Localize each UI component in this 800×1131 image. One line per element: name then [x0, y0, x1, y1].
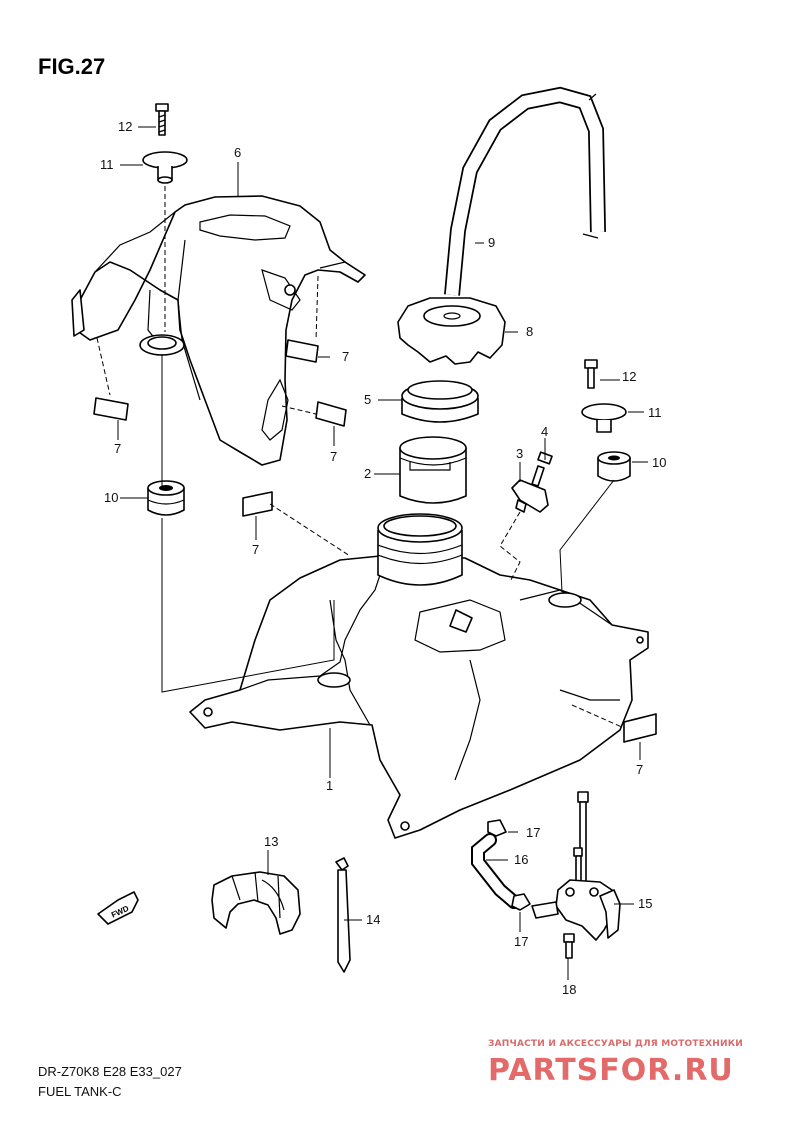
bolt-12-right[interactable] [584, 359, 598, 389]
fuel-cock-15[interactable] [531, 791, 621, 941]
callout-11a: 11 [100, 157, 114, 172]
watermark-tagline: ЗАПЧАСТИ И АКСЕССУАРЫ ДЛЯ МОТОТЕХНИКИ [488, 1039, 743, 1049]
fuel-tank[interactable] [189, 513, 649, 839]
callout-3: 3 [516, 446, 523, 461]
model-code: DR-Z70K8 E28 E33_027 [38, 1064, 182, 1079]
fuel-breather-hose[interactable] [444, 86, 606, 296]
grommet-10-right[interactable] [597, 451, 631, 482]
screw-18[interactable] [563, 933, 575, 959]
callout-12b: 12 [622, 369, 636, 384]
callout-10a: 10 [104, 490, 118, 505]
callout-5: 5 [364, 392, 371, 407]
bracket-3[interactable] [511, 479, 549, 513]
callout-12a: 12 [118, 119, 132, 134]
callout-14: 14 [366, 912, 380, 927]
callout-17b: 17 [514, 934, 528, 949]
callout-2: 2 [364, 466, 371, 481]
forward-arrow-icon: FWD [97, 891, 139, 925]
callout-numbers: 12 11 6 7 7 7 10 7 9 8 5 2 3 4 12 11 10 … [100, 119, 666, 997]
fuel-cap[interactable] [397, 297, 506, 365]
callout-7b: 7 [114, 441, 121, 456]
cushion-13[interactable] [211, 871, 301, 935]
cushion-11-right[interactable] [581, 403, 627, 433]
cable-tie-14[interactable] [335, 857, 351, 973]
callout-17a: 17 [526, 825, 540, 840]
callout-7a: 7 [342, 349, 349, 364]
filler-ring-5[interactable] [401, 380, 479, 423]
callout-8: 8 [526, 324, 533, 339]
callout-1: 1 [326, 778, 333, 793]
bolt-4[interactable] [531, 451, 553, 487]
callout-13: 13 [264, 834, 278, 849]
bolt-12-upper[interactable] [155, 103, 169, 136]
callout-7d: 7 [252, 542, 259, 557]
leader-lines [96, 126, 648, 980]
callout-9: 9 [488, 235, 495, 250]
grommet-10-left[interactable] [147, 480, 185, 516]
fuel-tank-cover[interactable] [71, 195, 366, 466]
callout-7e: 7 [636, 762, 643, 777]
diagram-name: FUEL TANK-C [38, 1084, 122, 1099]
callout-16: 16 [514, 852, 528, 867]
fuel-hose-16[interactable] [471, 833, 521, 909]
clamp-17[interactable] [487, 819, 531, 911]
callout-7c: 7 [330, 449, 337, 464]
callout-11b: 11 [648, 405, 662, 420]
callout-4: 4 [541, 424, 548, 439]
watermark-brand: PARTSFOR.RU [488, 1053, 734, 1088]
decal-7[interactable] [93, 339, 657, 743]
callout-15: 15 [638, 896, 652, 911]
callout-10b: 10 [652, 455, 666, 470]
cushion-11-upper[interactable] [142, 151, 188, 184]
figure-title: FIG.27 [38, 54, 105, 79]
callout-18: 18 [562, 982, 576, 997]
fuel-strainer-2[interactable] [399, 436, 467, 504]
callout-6: 6 [234, 145, 241, 160]
